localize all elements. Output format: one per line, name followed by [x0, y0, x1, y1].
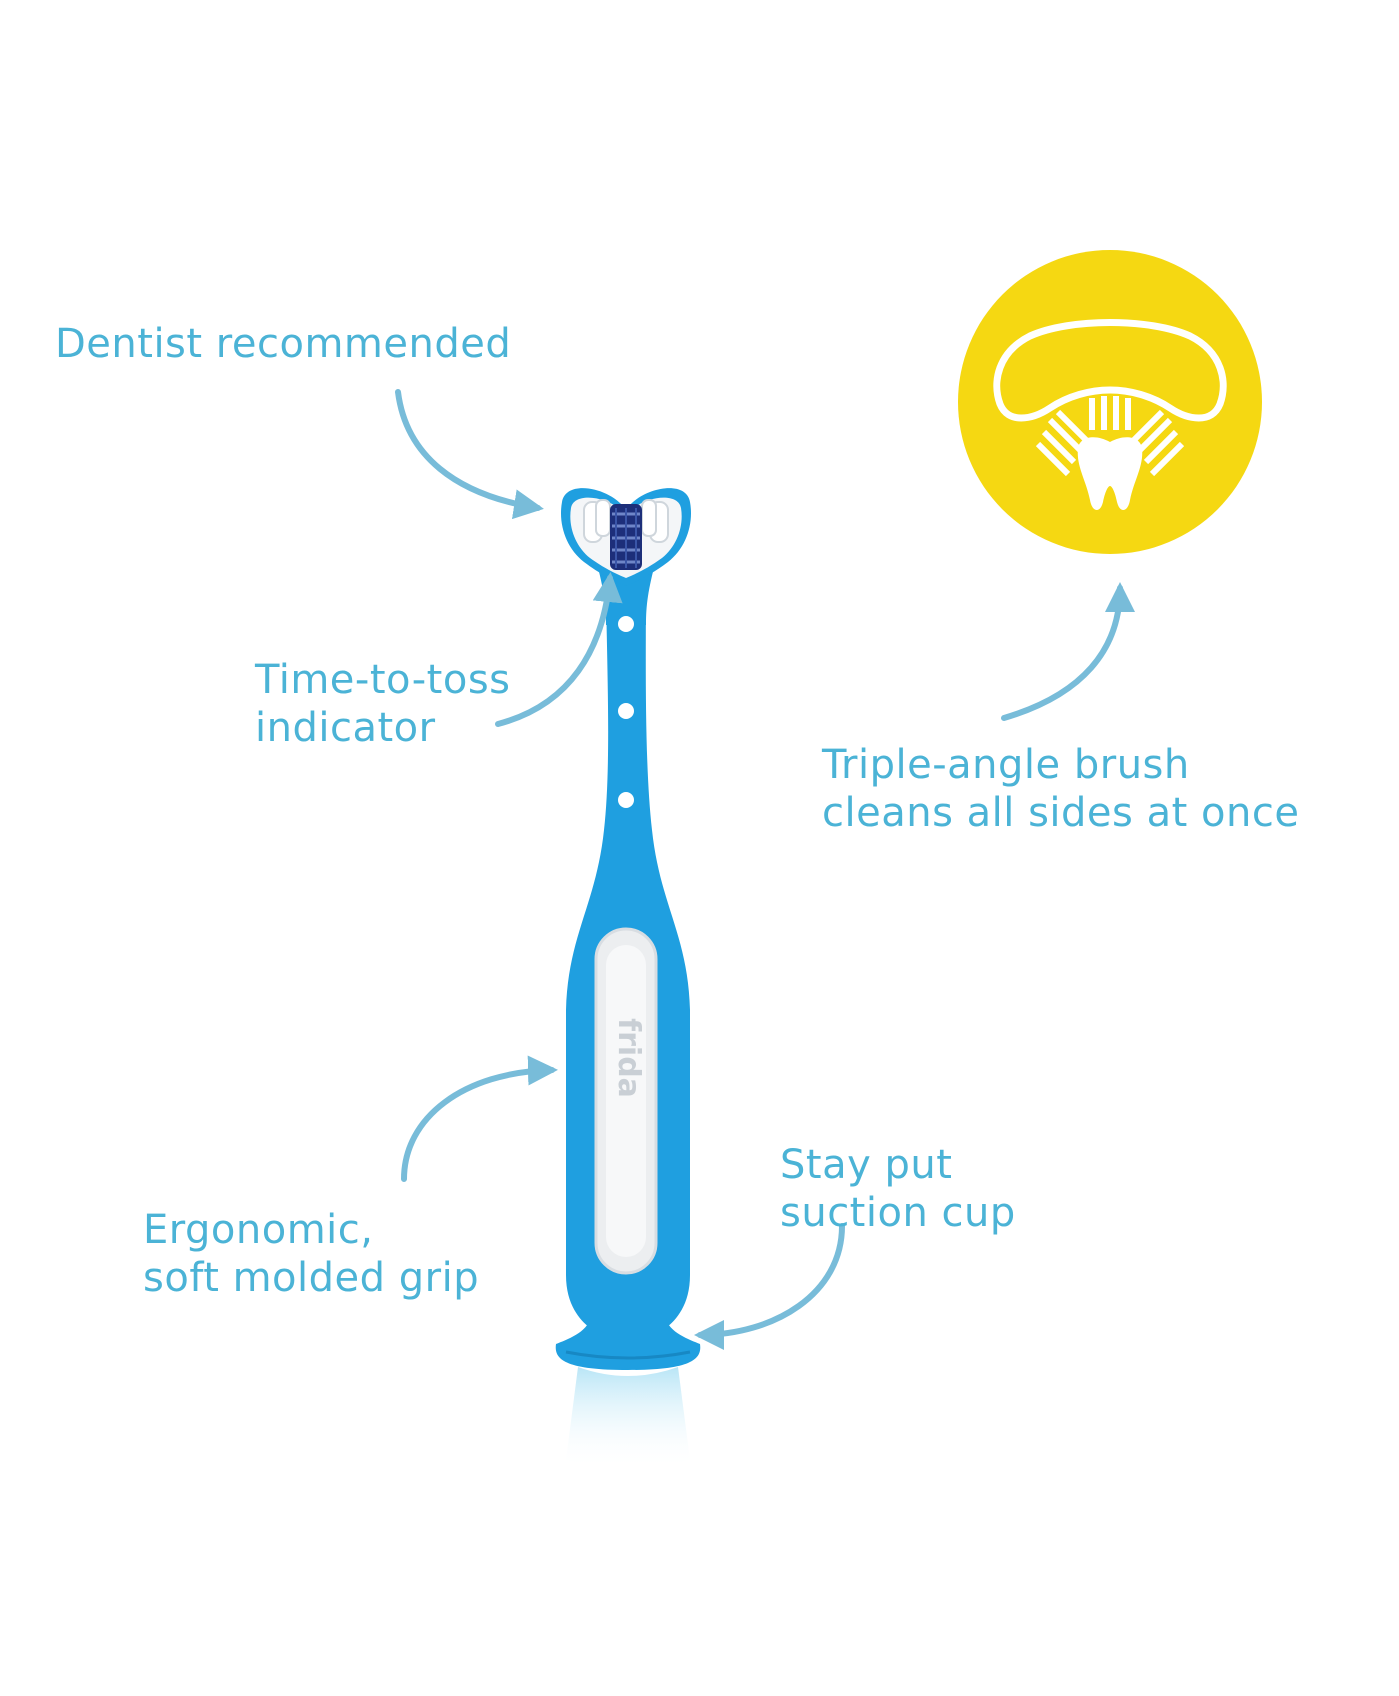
callout-line: Ergonomic,	[143, 1207, 374, 1253]
callout-line: Time-to-toss	[255, 657, 511, 703]
callout-line: Dentist recommended	[55, 321, 512, 367]
arrow-triple	[1001, 582, 1135, 721]
callout-suction-cup: Stay put suction cup	[780, 1141, 1016, 1237]
toss-indicator-dot	[618, 792, 634, 808]
callout-line: Triple-angle brush	[822, 742, 1190, 788]
triple-angle-brush-tooth-icon	[958, 250, 1262, 554]
toss-indicator-dot	[618, 703, 634, 719]
toss-indicator-dot	[618, 616, 634, 632]
suction-cup-reflection	[566, 1367, 690, 1469]
brand-logo: frida	[611, 1018, 646, 1098]
callout-dentist-recommended: Dentist recommended	[55, 320, 511, 368]
arrow-toss	[495, 572, 623, 727]
callout-triple-angle: Triple-angle brush cleans all sides at o…	[822, 741, 1299, 837]
callout-line: cleans all sides at once	[822, 790, 1300, 836]
arrow-grip	[401, 1055, 558, 1182]
callout-time-to-toss: Time-to-toss indicator	[255, 656, 511, 752]
suction-cup	[555, 1318, 701, 1370]
callout-ergonomic-grip: Ergonomic, soft molded grip	[143, 1206, 479, 1302]
callout-line: suction cup	[780, 1190, 1016, 1236]
callout-line: soft molded grip	[143, 1255, 480, 1301]
callout-line: Stay put	[780, 1142, 953, 1188]
arrow-suction	[694, 1223, 845, 1350]
bristles	[583, 499, 669, 570]
arrow-dentist	[395, 389, 544, 520]
callout-line: indicator	[255, 705, 436, 751]
